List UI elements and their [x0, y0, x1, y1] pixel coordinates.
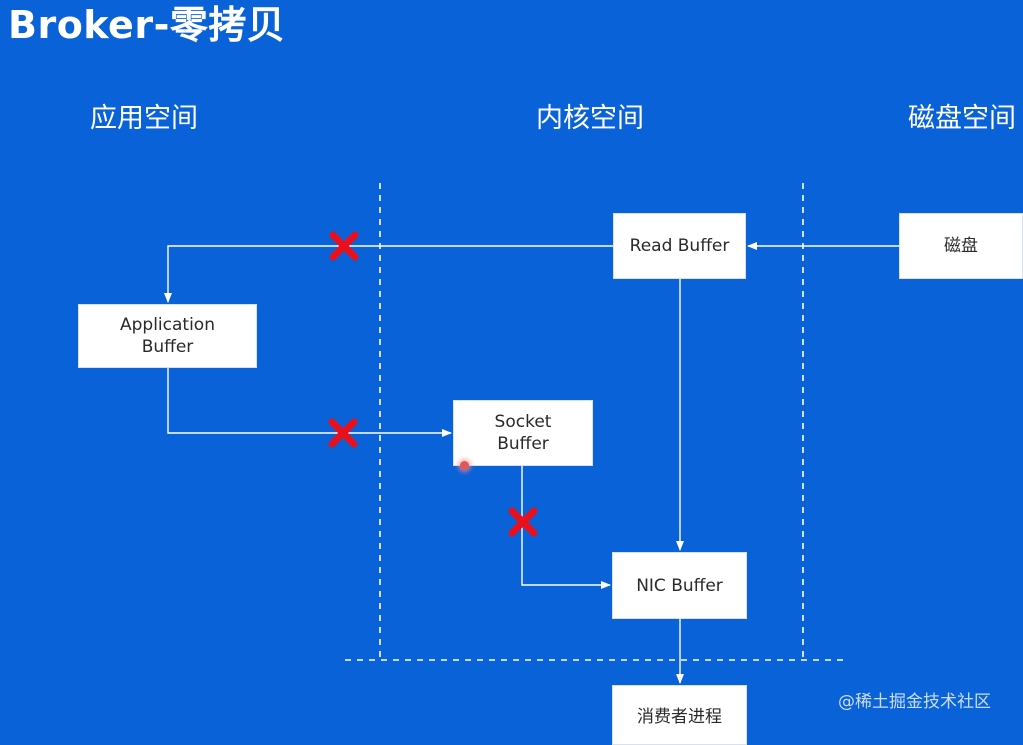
application-buffer-label: Application Buffer	[120, 315, 215, 357]
consumer-process-box: 消费者进程	[612, 685, 747, 745]
region-label-kernel-space: 内核空间	[536, 103, 644, 134]
nic-buffer-box: NIC Buffer	[612, 552, 747, 619]
slide-title: Broker-零拷贝	[8, 3, 286, 47]
watermark: @稀土掘金技术社区	[838, 692, 991, 712]
read-buffer-label: Read Buffer	[629, 236, 730, 256]
arrow-app-buffer-to-socket-buffer	[167, 368, 452, 437]
cross-icon	[329, 231, 359, 261]
pointer-dot	[460, 461, 469, 470]
socket-buffer-box: Socket Buffer	[453, 400, 593, 466]
cross-icon	[328, 418, 358, 448]
disk-label: 磁盘	[944, 236, 978, 256]
application-buffer-box: Application Buffer	[78, 304, 257, 368]
nic-buffer-label: NIC Buffer	[636, 575, 723, 596]
consumer-process-label: 消费者进程	[637, 707, 722, 727]
arrow-socket-buffer-to-nic-buffer	[521, 466, 611, 589]
cross-icon	[508, 507, 538, 537]
arrow-read-buffer-to-app-buffer	[164, 245, 613, 303]
region-label-application-space: 应用空间	[90, 103, 198, 134]
read-buffer-box: Read Buffer	[613, 213, 746, 279]
region-label-disk-space: 磁盘空间	[908, 103, 1016, 134]
socket-buffer-label: Socket Buffer	[494, 412, 552, 454]
disk-box: 磁盘	[899, 213, 1023, 279]
